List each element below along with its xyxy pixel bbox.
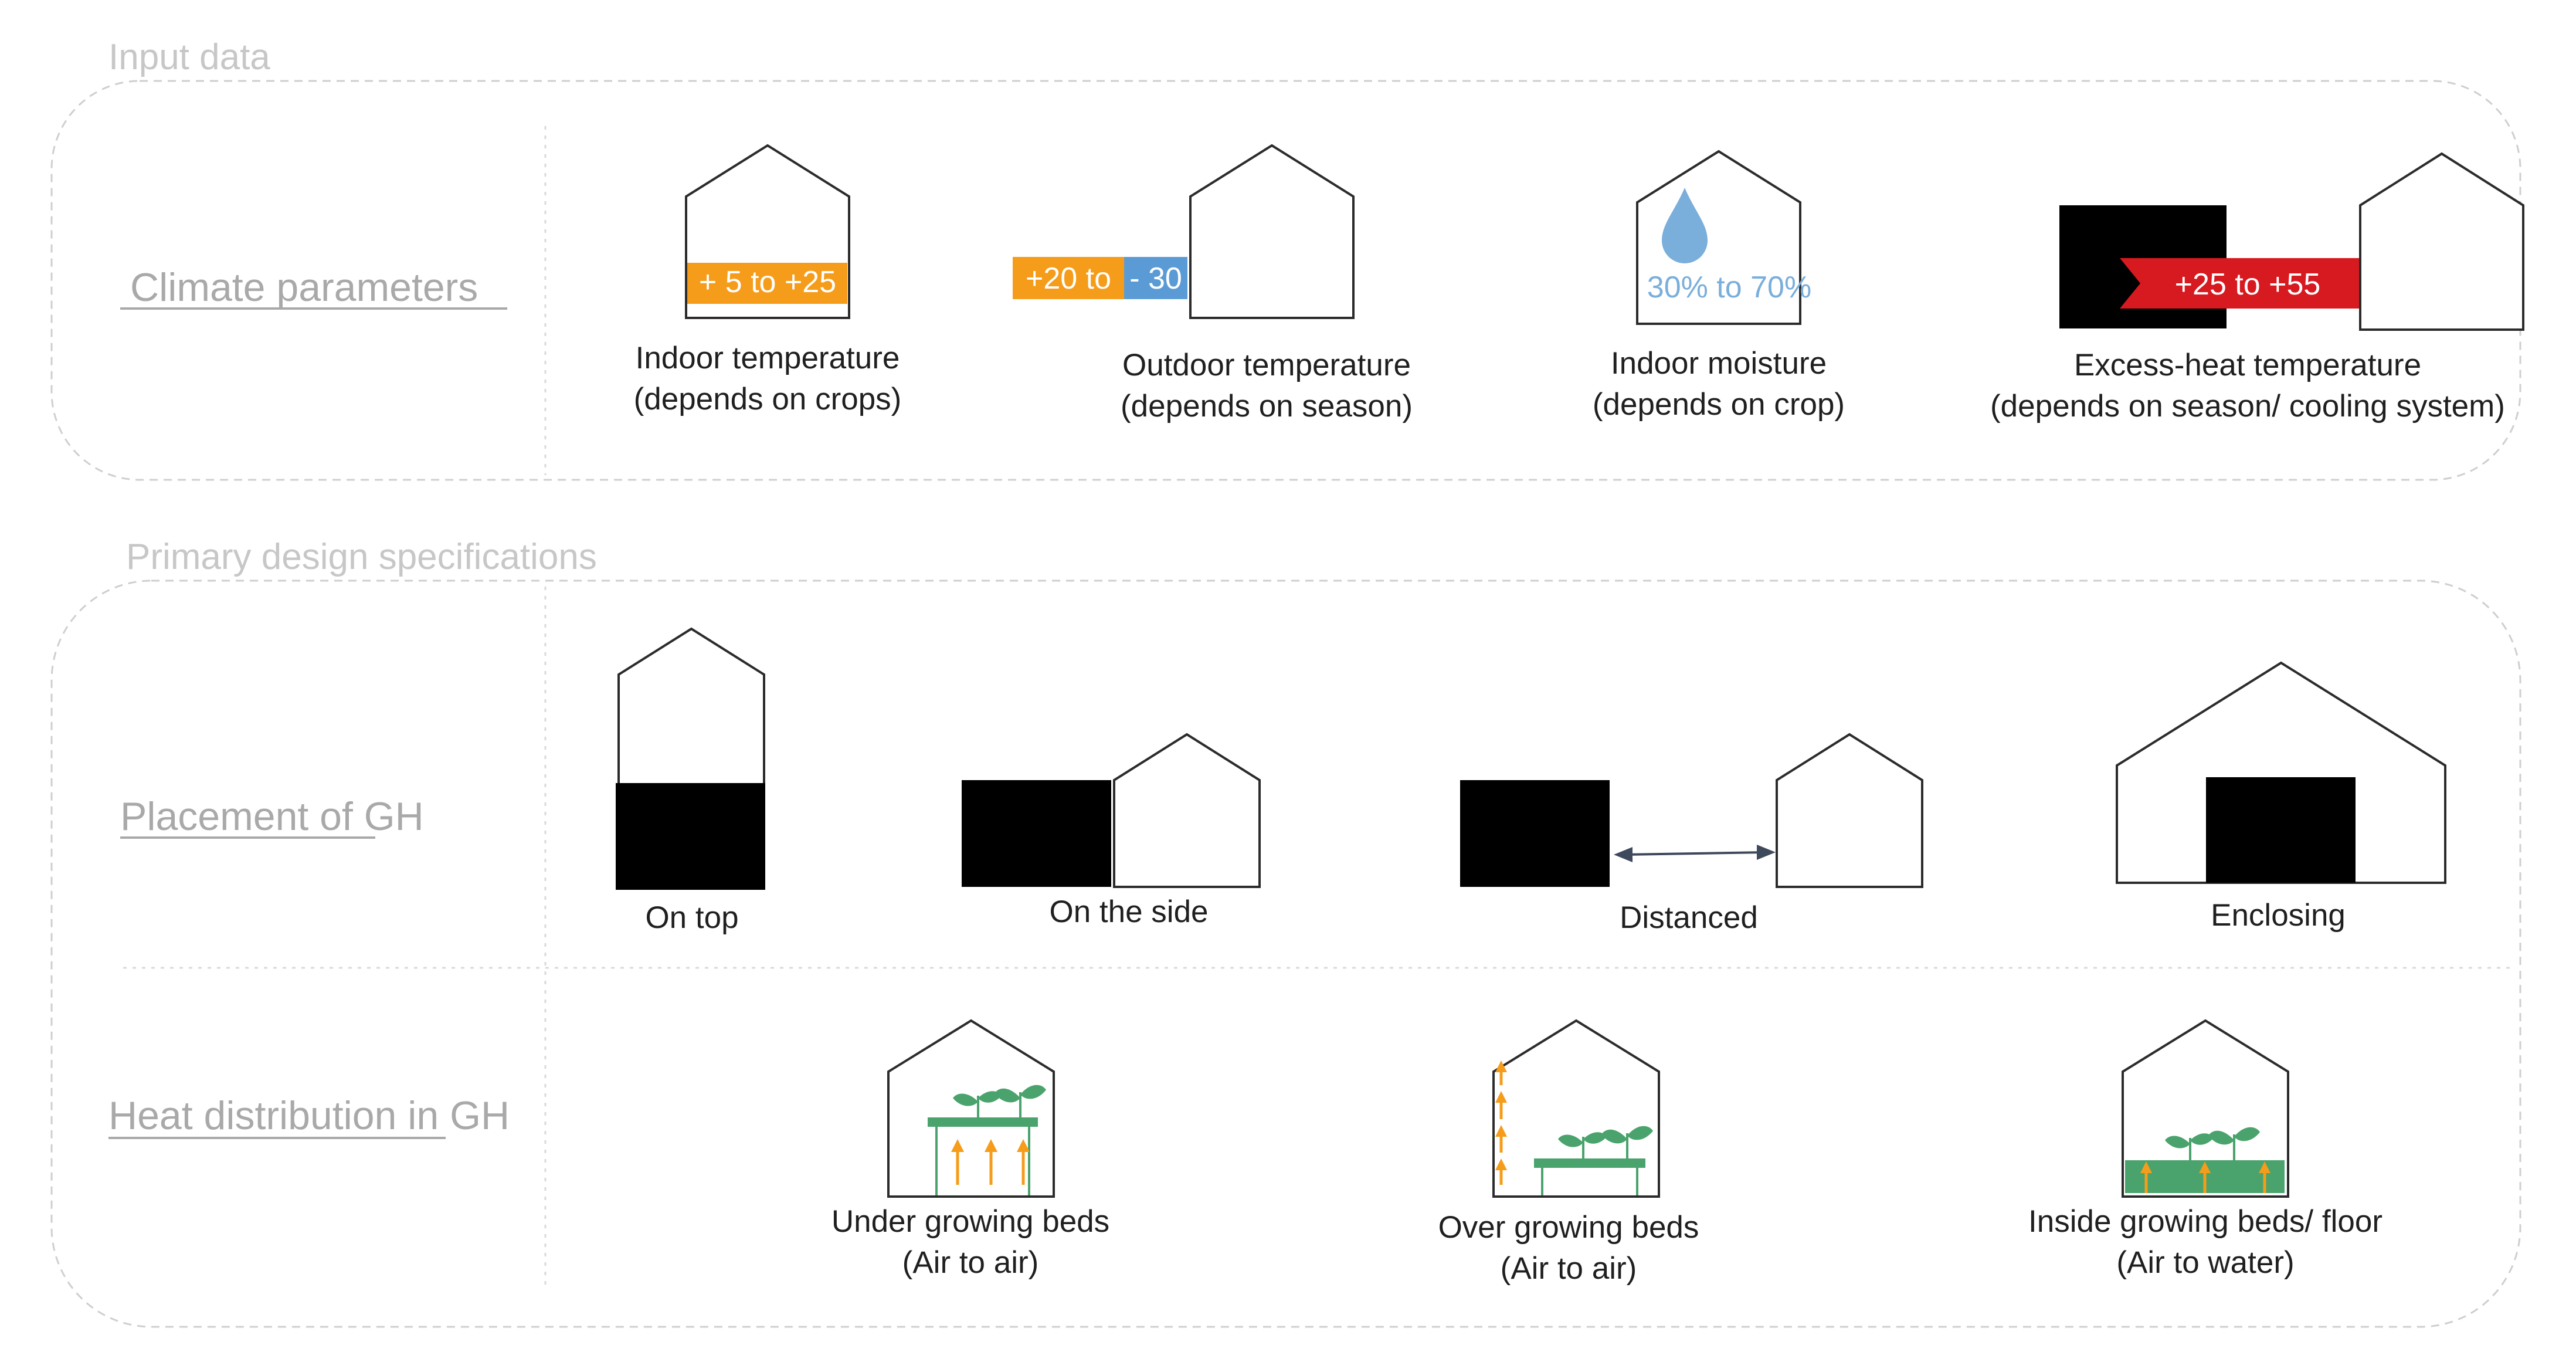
greenhouse-icon bbox=[2122, 1019, 2289, 1198]
over-beds-caption-sub: (Air to air) bbox=[1501, 1251, 1637, 1286]
over-beds-caption: Over growing beds bbox=[1438, 1210, 1699, 1245]
placement-distanced-label: Distanced bbox=[1620, 900, 1758, 935]
plant-icon bbox=[1558, 1126, 1653, 1158]
placement-distanced: Distanced bbox=[1460, 733, 1923, 935]
greenhouse-icon bbox=[1189, 144, 1355, 319]
greenhouse-icon bbox=[887, 1019, 1055, 1198]
water-drop-icon bbox=[1662, 188, 1708, 263]
placement-enclosing-label: Enclosing bbox=[2211, 898, 2346, 933]
greenhouse-icon bbox=[1113, 733, 1261, 888]
indoor-temperature-item: + 5 to +25 Indoor temperature (depends o… bbox=[634, 144, 902, 416]
row-label-climate: Climate parameters bbox=[130, 265, 478, 310]
placement-on-top: On top bbox=[616, 627, 765, 935]
placement-on-side-label: On the side bbox=[1049, 895, 1208, 929]
distribution-over-beds: Over growing beds (Air to air) bbox=[1438, 1019, 1699, 1286]
heat-source-block bbox=[962, 780, 1111, 887]
greenhouse-icon bbox=[2359, 152, 2524, 331]
excess-heat-item: +25 to +55 Excess-heat temperature (depe… bbox=[1990, 152, 2524, 423]
indoor-moisture-item: 30% to 70% Indoor moisture (depends on c… bbox=[1593, 150, 1845, 422]
row-label-placement: Placement of GH bbox=[120, 794, 424, 839]
indoor-temp-caption: Indoor temperature bbox=[636, 341, 900, 375]
outdoor-temp-value-warm: +20 to bbox=[1026, 262, 1111, 296]
indoor-temp-value: + 5 to +25 bbox=[699, 265, 836, 299]
input-data-frame bbox=[50, 80, 2521, 481]
heat-flow-arrow bbox=[2120, 258, 2403, 309]
outdoor-temp-value-cold: - 30 bbox=[1129, 262, 1182, 296]
excess-heat-caption: Excess-heat temperature bbox=[2074, 348, 2421, 382]
plant-icon bbox=[953, 1085, 1046, 1117]
plant-icon bbox=[2165, 1127, 2260, 1160]
inside-beds-caption: Inside growing beds/ floor bbox=[2028, 1204, 2382, 1239]
indoor-temp-caption-sub: (depends on crops) bbox=[634, 382, 902, 416]
heat-arrow-icon bbox=[2140, 1161, 2270, 1193]
arrow-left-head-icon bbox=[1614, 847, 1633, 862]
heat-arrow-icon bbox=[951, 1139, 1030, 1185]
growing-bed bbox=[1534, 1158, 1645, 1168]
excess-heat-caption-sub: (depends on season/ cooling system) bbox=[1990, 389, 2505, 423]
heat-source-block bbox=[2206, 777, 2356, 883]
excess-heat-value: +25 to +55 bbox=[2175, 267, 2321, 301]
outdoor-temp-badge-warm bbox=[1013, 257, 1124, 299]
distance-arrow-shaft bbox=[1624, 851, 1766, 856]
greenhouse-icon bbox=[1776, 733, 1923, 888]
indoor-temp-badge bbox=[687, 263, 847, 304]
placement-on-top-label: On top bbox=[645, 900, 738, 935]
moisture-caption-sub: (depends on crop) bbox=[1593, 387, 1845, 422]
greenhouse-icon bbox=[1492, 1019, 1660, 1198]
outdoor-temp-caption: Outdoor temperature bbox=[1122, 348, 1411, 382]
inside-beds-caption-sub: (Air to water) bbox=[2116, 1245, 2294, 1280]
heat-source-block bbox=[1460, 780, 1610, 887]
heat-arrow-icon bbox=[1495, 1061, 1507, 1185]
input-data-title: Input data bbox=[108, 37, 270, 77]
row-label-distribution: Heat distribution in GH bbox=[108, 1093, 510, 1138]
under-beds-caption-sub: (Air to air) bbox=[902, 1245, 1039, 1280]
placement-on-side: On the side bbox=[962, 733, 1261, 929]
greenhouse-icon bbox=[617, 627, 765, 787]
greenhouse-icon bbox=[1636, 150, 1801, 325]
distribution-under-beds: Under growing beds (Air to air) bbox=[831, 1019, 1109, 1280]
outdoor-temp-caption-sub: (depends on season) bbox=[1121, 389, 1413, 423]
arrow-right-head-icon bbox=[1757, 845, 1776, 860]
primary-spec-frame bbox=[50, 580, 2521, 1328]
moisture-caption: Indoor moisture bbox=[1611, 346, 1827, 381]
outdoor-temperature-item: +20 to - 30 Outdoor temperature (depends… bbox=[1013, 144, 1413, 423]
outdoor-temp-badge-cold bbox=[1124, 257, 1187, 299]
moisture-value: 30% to 70% bbox=[1647, 270, 1811, 304]
growing-bed bbox=[928, 1117, 1038, 1127]
placement-enclosing: Enclosing bbox=[2116, 661, 2446, 933]
greenhouse-icon bbox=[2116, 661, 2446, 884]
distribution-inside-beds: Inside growing beds/ floor (Air to water… bbox=[2028, 1019, 2382, 1280]
under-beds-caption: Under growing beds bbox=[831, 1204, 1109, 1239]
primary-spec-title: Primary design specifications bbox=[126, 537, 597, 577]
heat-source-block bbox=[616, 783, 765, 890]
